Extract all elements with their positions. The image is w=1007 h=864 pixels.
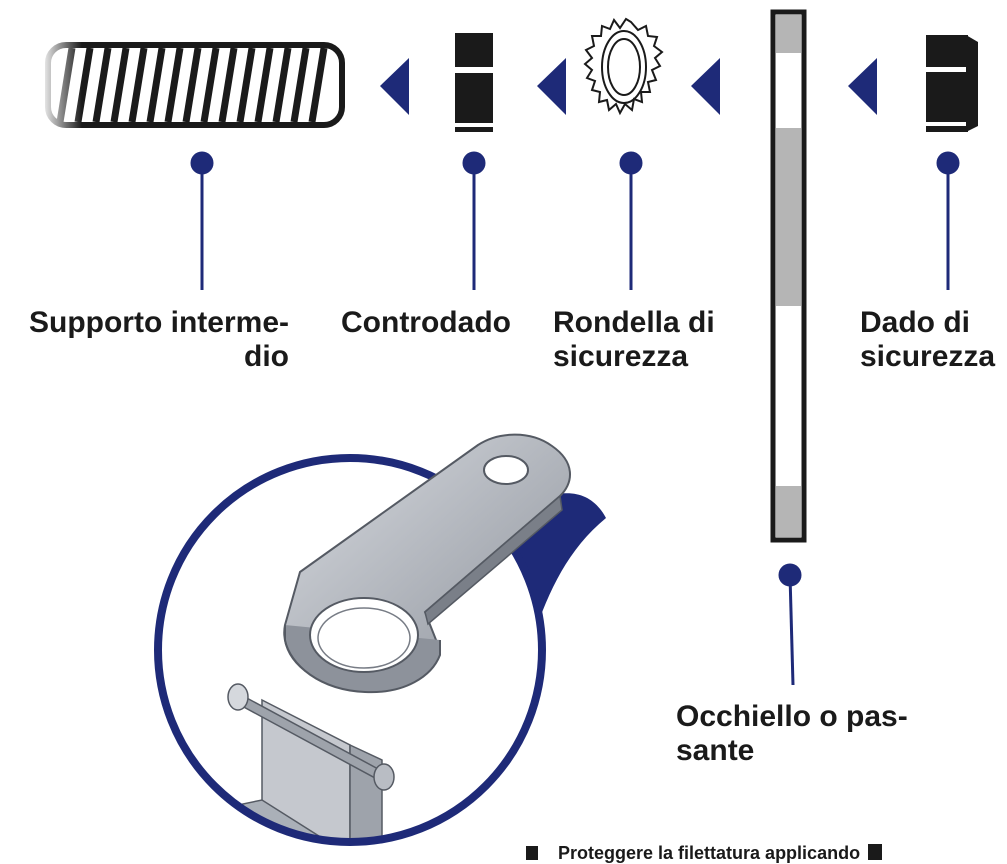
lock-nut-illustration (926, 35, 978, 132)
pin-dot-supporto (190, 151, 214, 175)
eye-plate-illustration (283, 433, 571, 694)
eyelet-bar-illustration (770, 9, 807, 543)
label-rondella-line1: Rondella di (553, 306, 715, 339)
label-supporto-intermedio: Supporto interme- dio (10, 306, 289, 374)
pin-dot-occhiello (778, 563, 802, 587)
footnote: Proteggere la filettatura applicando (526, 843, 883, 864)
pin-dot-rondella (619, 151, 643, 175)
pin-dot-dado (936, 151, 960, 175)
label-occhiello-line2: sante (676, 734, 755, 767)
footnote-text: Proteggere la filettatura applicando (558, 843, 861, 863)
label-rondella-di-sicurezza: Rondella di sicurezza (553, 306, 715, 374)
arrow-2 (537, 58, 566, 115)
lock-washer-illustration (583, 17, 664, 116)
pin-dot-controdado (462, 151, 486, 175)
label-controdado: Controdado (341, 306, 511, 339)
arrow-1 (380, 58, 409, 115)
detail-magnifier (154, 433, 606, 846)
bullet-square-icon (526, 846, 538, 860)
arrow-3 (691, 58, 720, 115)
jam-nut-illustration (455, 33, 493, 132)
arrow-4 (848, 58, 877, 115)
callout-pins (190, 151, 960, 686)
threaded-rod-illustration (40, 40, 345, 132)
label-rondella-line2: sicurezza (553, 340, 689, 373)
label-occhiello-o-passante: Occhiello o pas- sante (676, 700, 908, 768)
label-dado-di-sicurezza: Dado di sicurezza (860, 306, 995, 374)
direction-arrows (380, 58, 877, 115)
label-supporto-line2: dio (244, 340, 289, 373)
label-dado-line2: sicurezza (860, 340, 996, 373)
label-occhiello-line1: Occhiello o pas- (676, 700, 908, 733)
bullet-square-icon-2 (868, 844, 883, 860)
label-dado-line1: Dado di (860, 306, 970, 339)
label-supporto-line1: Supporto interme- (29, 306, 289, 339)
